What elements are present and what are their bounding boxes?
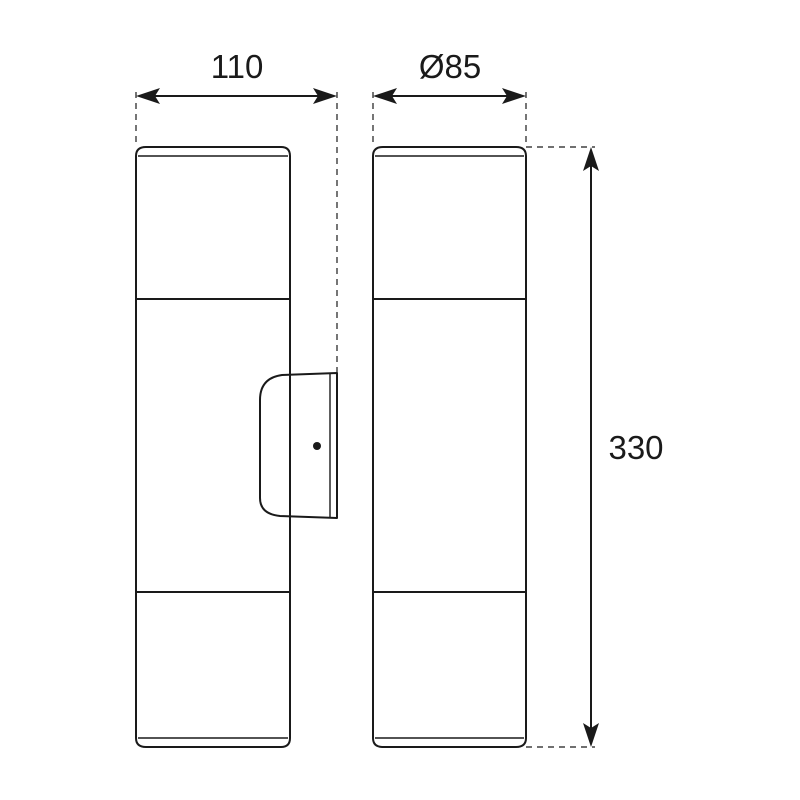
mounting-bracket [259, 372, 338, 519]
side-view [135, 146, 338, 748]
width-arrow-right-icon [313, 88, 337, 104]
width-arrow-left-icon [136, 88, 160, 104]
diameter-label: Ø85 [419, 48, 481, 85]
height-arrow-bottom-icon [583, 723, 599, 747]
diameter-arrow-left-icon [373, 88, 397, 104]
height-arrow-top-icon [583, 147, 599, 171]
height-label: 330 [608, 429, 663, 466]
front-view [372, 146, 527, 748]
mounting-screw-icon [313, 442, 321, 450]
width-label: 110 [211, 48, 264, 85]
width-dimension: 110 [135, 48, 338, 373]
side-view-body [135, 146, 291, 748]
diameter-arrow-right-icon [502, 88, 526, 104]
height-dimension: 330 [526, 146, 664, 748]
diameter-dimension: Ø85 [372, 48, 527, 147]
front-view-body [372, 146, 527, 748]
